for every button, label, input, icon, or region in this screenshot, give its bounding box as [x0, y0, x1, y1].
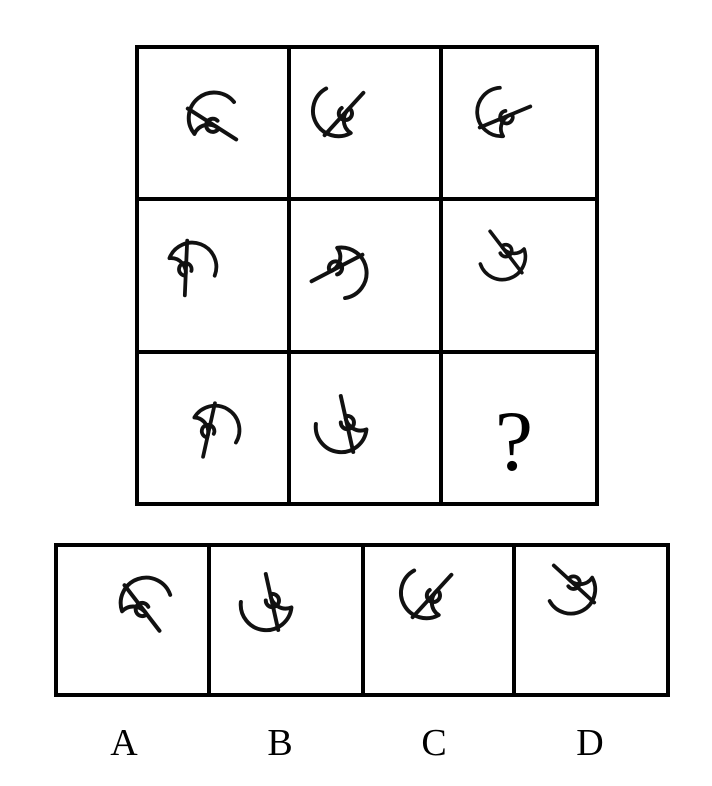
grid-cell-r1c3 — [465, 78, 533, 147]
spiral-figure — [394, 564, 454, 625]
puzzle-grid: ? — [135, 45, 599, 506]
spiral-figure — [473, 229, 534, 289]
spiral-figure — [185, 90, 239, 142]
spiral-figure — [465, 78, 533, 147]
spiral-figure — [305, 394, 377, 466]
grid-frame — [135, 45, 599, 506]
missing-cell-question-mark: ? — [495, 393, 533, 489]
options-strip: A B C D — [54, 543, 670, 764]
grid-cell-r1c2 — [306, 82, 366, 143]
spiral-figure — [544, 563, 602, 620]
spiral-figure — [112, 568, 178, 633]
grid-cell-r2c2 — [309, 237, 379, 307]
grid-cell-r3c3: ? — [495, 393, 533, 489]
grid-cell-r3c1 — [185, 396, 248, 459]
option-label-d: D — [576, 722, 603, 764]
option-c[interactable] — [394, 564, 454, 625]
spiral-figure — [306, 82, 366, 143]
grid-cell-r3c2 — [305, 394, 377, 466]
option-label-b: B — [267, 722, 292, 764]
grid-cell-r1c1 — [185, 90, 239, 142]
spiral-figure — [230, 572, 302, 644]
option-b[interactable] — [230, 572, 302, 644]
option-d[interactable] — [544, 563, 602, 620]
grid-cell-r2c1 — [159, 231, 226, 298]
option-label-a: A — [110, 722, 138, 764]
spiral-figure — [185, 396, 248, 459]
grid-cell-r2c3 — [473, 229, 534, 289]
option-a[interactable] — [112, 568, 178, 633]
option-label-c: C — [421, 722, 446, 764]
spiral-figure — [309, 237, 379, 307]
spiral-figure — [159, 231, 226, 298]
